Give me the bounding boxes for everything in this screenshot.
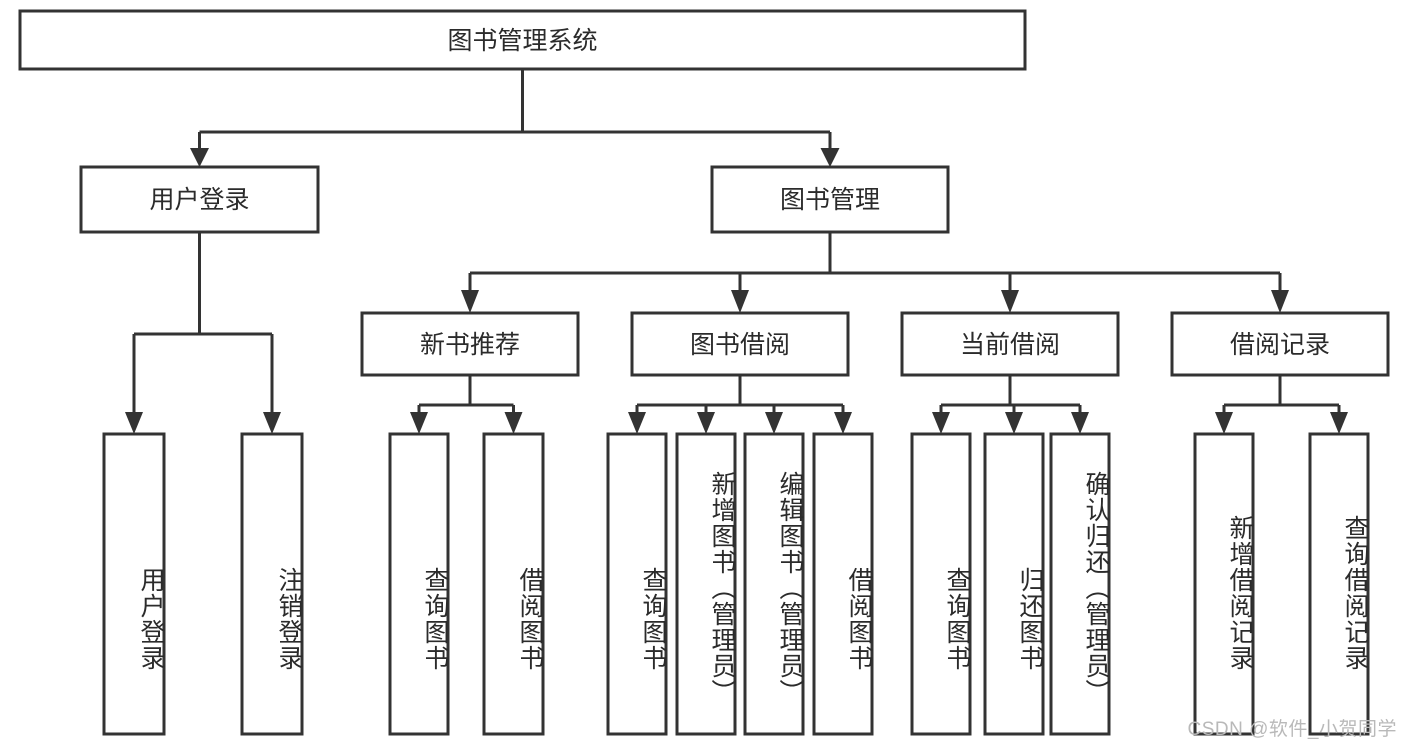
leaf-box-query-record[interactable]: [1308, 432, 1370, 736]
node-new-book-recommend[interactable]: 新书推荐: [360, 311, 580, 377]
connector-group-current-borrow-children: [932, 375, 1089, 434]
connector-group-user-login-children: [125, 232, 281, 434]
connector-group-book-mgmt-children: [461, 232, 1289, 313]
arrow-head-new-book-rec: [461, 290, 479, 313]
node-book-borrow-label: 图书借阅: [690, 331, 790, 359]
leaf-box-logout[interactable]: [240, 432, 304, 736]
node-book-management-box[interactable]: [710, 165, 950, 234]
node-new-book-recommend-label: 新书推荐: [420, 331, 520, 359]
arrow-head-leaf-query-record: [1330, 412, 1348, 434]
node-borrow-record[interactable]: 借阅记录: [1170, 311, 1390, 377]
leaf-box-add-record[interactable]: [1193, 432, 1255, 736]
arrow-head-leaf-user-login: [125, 412, 143, 434]
arrow-head-current-borrow: [1001, 290, 1019, 313]
arrow-head-book-mgmt: [820, 148, 840, 167]
node-root[interactable]: 图书管理系统: [18, 9, 1027, 71]
leaf-box-confirm-return[interactable]: [1049, 432, 1111, 736]
node-current-borrow-box[interactable]: [900, 311, 1120, 377]
node-book-borrow-box[interactable]: [630, 311, 850, 377]
arrow-head-user-login: [190, 148, 209, 167]
node-new-book-recommend-box[interactable]: [360, 311, 580, 377]
arrow-head-leaf-query-book-1: [410, 412, 428, 434]
node-book-borrow[interactable]: 图书借阅: [630, 311, 850, 377]
arrow-head-leaf-logout: [263, 412, 281, 434]
leaf-boxes: [102, 432, 1370, 736]
node-book-management-label: 图书管理: [780, 186, 880, 214]
leaf-box-borrow-book-1[interactable]: [482, 432, 545, 736]
arrow-head-leaf-return-book: [1005, 412, 1023, 434]
arrow-head-borrow-record: [1271, 290, 1289, 313]
connector-group-new-book-rec-children: [410, 375, 523, 434]
arrow-head-leaf-borrow-book-1: [504, 412, 523, 434]
node-current-borrow[interactable]: 当前借阅: [900, 311, 1120, 377]
leaf-box-query-book-2[interactable]: [606, 432, 668, 736]
arrow-head-leaf-query-book-2: [628, 412, 646, 434]
leaf-box-edit-book[interactable]: [743, 432, 805, 736]
node-user-login-label: 用户登录: [149, 186, 249, 214]
arrow-head-leaf-edit-book: [765, 412, 783, 434]
node-current-borrow-label: 当前借阅: [960, 331, 1060, 359]
arrow-head-leaf-confirm-return: [1071, 412, 1089, 434]
connector-group-book-borrow-children: [628, 375, 852, 434]
arrow-head-leaf-borrow-book-2: [834, 412, 852, 434]
node-borrow-record-box[interactable]: [1170, 311, 1390, 377]
arrow-head-book-borrow: [731, 290, 749, 313]
arrow-head-leaf-query-book-3: [932, 412, 950, 434]
leaf-box-add-book[interactable]: [675, 432, 737, 736]
connector-group-root-to-level2: [190, 69, 840, 167]
csdn-watermark: CSDN @软件_小贺同学: [1187, 719, 1397, 740]
leaf-box-query-book-1[interactable]: [388, 432, 450, 736]
node-root-box[interactable]: [18, 9, 1027, 71]
connector-group-borrow-record-children: [1215, 375, 1348, 434]
leaf-box-return-book[interactable]: [983, 432, 1045, 736]
node-user-login-box[interactable]: [79, 165, 320, 234]
node-borrow-record-label: 借阅记录: [1230, 331, 1330, 359]
arrow-head-leaf-add-record: [1215, 412, 1233, 434]
leaf-box-query-book-3[interactable]: [910, 432, 972, 736]
leaf-box-user-login[interactable]: [102, 432, 166, 736]
arrow-head-leaf-add-book: [697, 412, 715, 434]
leaf-box-borrow-book-2[interactable]: [812, 432, 874, 736]
node-root-label: 图书管理系统: [447, 27, 597, 55]
node-user-login[interactable]: 用户登录: [79, 165, 320, 234]
node-book-management[interactable]: 图书管理: [710, 165, 950, 234]
